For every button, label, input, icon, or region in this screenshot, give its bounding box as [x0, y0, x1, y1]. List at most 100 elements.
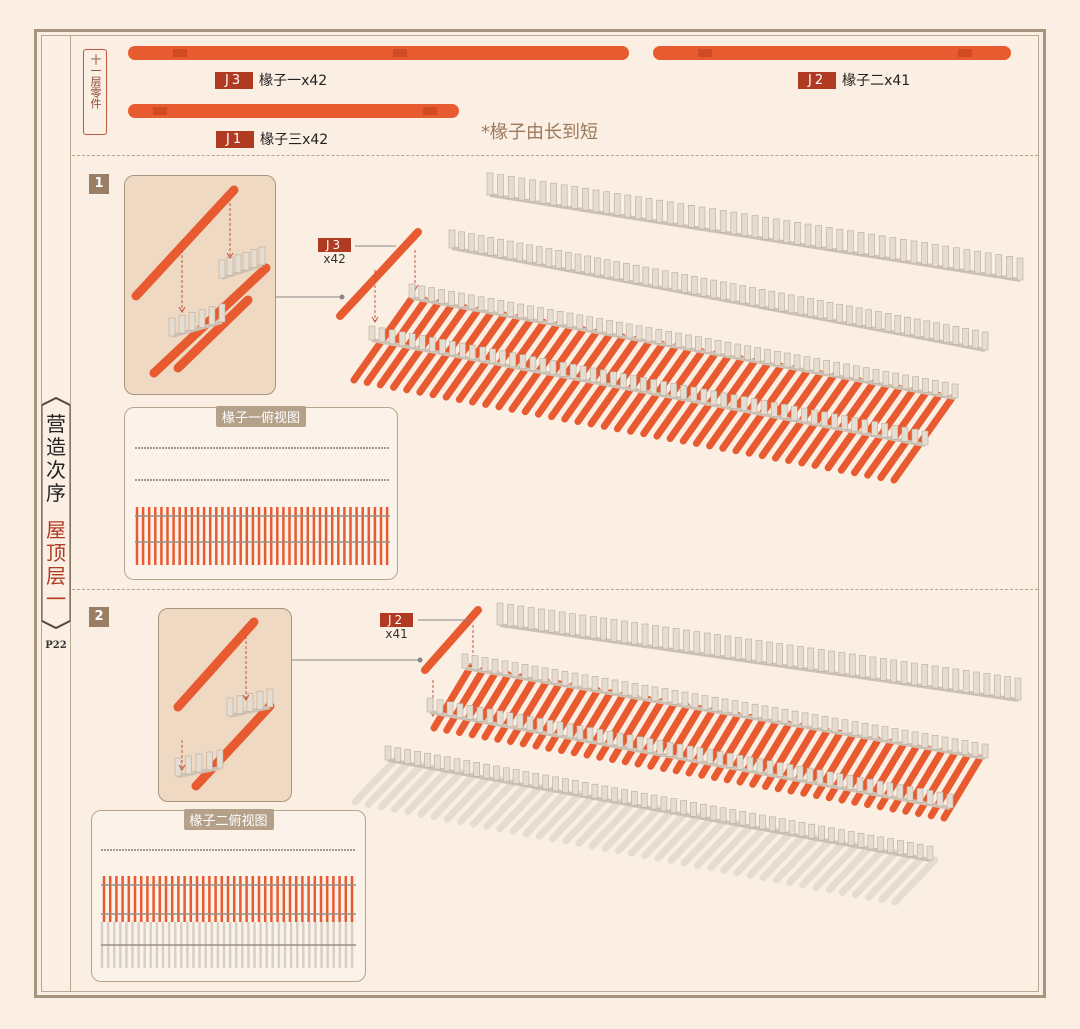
existing-rafter [707, 822, 755, 872]
comb-tooth [408, 283, 416, 299]
comb-tooth [449, 340, 456, 356]
step1-callout: J3 x42 [318, 238, 352, 266]
comb-tooth [690, 802, 697, 817]
comb-tooth [887, 838, 894, 854]
comb-tooth [446, 701, 454, 716]
comb-tooth [208, 306, 216, 326]
comb-tooth [971, 741, 979, 757]
comb-tooth [884, 313, 892, 332]
comb-tooth [680, 384, 687, 400]
comb-tooth [436, 699, 444, 715]
comb-tooth [645, 198, 653, 221]
comb-tooth [711, 696, 719, 712]
comb-tooth [610, 619, 618, 642]
comb-tooth [896, 784, 904, 800]
comb-tooth [564, 251, 572, 271]
comb-tooth [817, 649, 825, 672]
comb-tooth [857, 832, 865, 848]
comb-tooth [453, 758, 461, 774]
rafter-notch [393, 49, 407, 57]
existing-rafter [377, 761, 425, 811]
rafter [468, 671, 512, 739]
comb-tooth [803, 356, 811, 372]
comb-tooth [569, 613, 576, 636]
rafter [507, 678, 550, 745]
comb-tooth [656, 740, 664, 755]
existing-rafter [667, 815, 715, 865]
comb-tooth [749, 812, 756, 828]
comb-tooth [496, 602, 504, 626]
rafter-notch [958, 49, 972, 57]
comb-tooth [661, 270, 669, 290]
comb-tooth [680, 800, 687, 815]
comb-tooth [866, 778, 874, 794]
existing-rafter [878, 854, 926, 904]
comb-tooth [541, 667, 549, 683]
comb-tooth [766, 641, 773, 665]
comb-tooth [703, 632, 711, 656]
comb-tooth [507, 604, 514, 627]
comb-tooth [729, 283, 737, 303]
comb-tooth [741, 213, 748, 237]
comb-tooth [974, 250, 981, 274]
comb-tooth [198, 309, 206, 328]
comb-tooth [900, 239, 907, 262]
existing-rafter [614, 805, 662, 855]
comb-tooth [496, 710, 504, 726]
comb-tooth [741, 702, 749, 717]
comb-tooth [772, 218, 780, 242]
comb-tooth [881, 726, 889, 741]
comb-tooth [993, 674, 1001, 698]
comb-tooth [656, 199, 663, 223]
comb-tooth [463, 760, 471, 775]
comb-tooth [892, 372, 900, 388]
comb-tooth [558, 611, 566, 635]
comb-tooth [596, 729, 604, 744]
comb-tooth [872, 369, 880, 384]
comb-tooth [734, 343, 742, 359]
comb-tooth [630, 375, 637, 390]
comb-tooth [962, 670, 970, 693]
comb-tooth [700, 803, 707, 819]
existing-rafter [404, 766, 452, 816]
callout-rafter [421, 606, 482, 674]
comb-tooth [825, 227, 833, 250]
comb-tooth [856, 777, 864, 792]
rafter [534, 328, 600, 418]
comb-tooth [761, 705, 769, 721]
part-code: J1 [216, 130, 255, 148]
comb-tooth [931, 380, 939, 395]
comb-tooth [537, 307, 544, 322]
comb-tooth [632, 264, 640, 284]
rafter [685, 709, 729, 777]
comb-tooth [218, 259, 226, 279]
callout-rafter [336, 228, 422, 320]
comb-tooth [571, 780, 579, 795]
comb-tooth [529, 179, 536, 203]
comb-tooth [861, 419, 868, 434]
comb-tooth [589, 367, 597, 383]
comb-tooth [894, 315, 902, 334]
comb-tooth [594, 257, 601, 277]
comb-tooth [709, 208, 716, 231]
leader-dot [339, 294, 345, 300]
comb-tooth [912, 376, 919, 392]
existing-rafter [746, 829, 794, 879]
comb-tooth [546, 309, 554, 324]
comb-tooth [218, 303, 226, 323]
comb-tooth [481, 657, 489, 672]
spine-ornament-icon [41, 397, 71, 629]
comb-tooth [921, 242, 928, 265]
comb-tooth [516, 242, 524, 262]
comb-tooth [941, 381, 949, 397]
comb-tooth [206, 751, 213, 771]
comb-tooth [786, 764, 794, 779]
comb-tooth [951, 738, 959, 754]
comb-tooth [651, 686, 659, 702]
comb-tooth [473, 762, 480, 777]
comb-tooth [546, 719, 554, 735]
comb-tooth [869, 656, 877, 680]
comb-tooth [675, 332, 682, 348]
comb-tooth [714, 340, 722, 355]
comb-tooth [579, 614, 587, 638]
